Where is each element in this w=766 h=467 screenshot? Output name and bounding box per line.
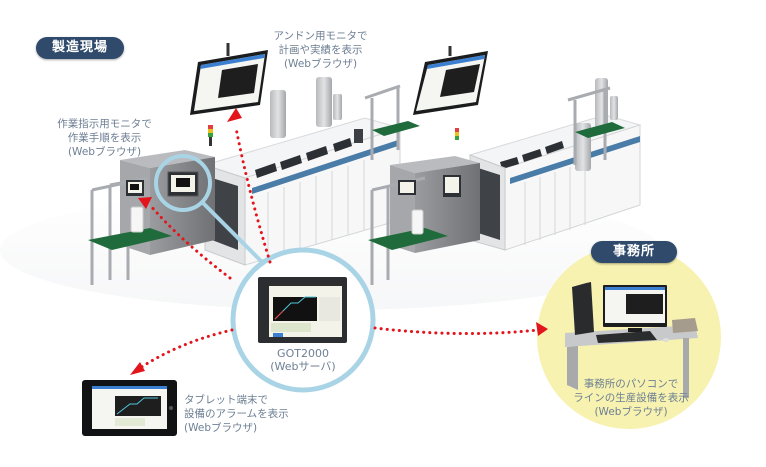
arrow-head-office [536,322,548,336]
arrow-head-andon [227,108,242,122]
work-instruction-caption-line: (Webブラウザ) [67,146,142,158]
data-flow-arrows [130,108,548,375]
work-instruction-caption-line: 作業指示用モニタで [57,118,152,130]
andon-monitor-titlebar [200,54,265,69]
work-instruction-caption-line: 作業手順を表示 [67,132,142,144]
keyboard [596,331,657,343]
office-pc-caption: 事務所のパソコンで ラインの生産設備を表示 (Webブラウザ) [566,377,696,419]
arrow-to-office [373,326,540,336]
tablet-caption-line: (Webブラウザ) [184,422,258,434]
loader-front [150,157,215,255]
magnifier-lens-small [154,154,212,212]
work-instruction-caption: 作業指示用モニタで 作業手順を表示 (Webブラウザ) [52,117,157,159]
got2000-graph-line [274,296,316,320]
tablet-caption: タブレット端末で 設備のアラームを表示 (Webブラウザ) [184,393,289,435]
tablet-caption-line: タブレット端末で [184,394,268,406]
mouse-pad [672,318,698,333]
andon-caption-line: アンドン用モニタで [273,30,368,42]
bottle [130,206,144,233]
andon-caption-line: 計画や実績を表示 [278,44,363,56]
andon-caption-line: (Webブラウザ) [283,58,358,70]
got2000-model: GOT2000 [277,347,329,360]
rear-workbench-frame [364,84,401,160]
chimney [316,77,332,127]
workbench-top [88,228,172,250]
signal-tower-green [208,133,213,137]
oven-panels [267,160,365,260]
office-pc-caption-line: ラインの生産設備を表示 [573,392,689,404]
pc-tower [572,282,594,335]
production-line-1 [88,43,420,285]
mouse [663,338,669,342]
rear-workbench-top [372,121,420,136]
chimney [270,90,286,138]
oven-blue-stripe [252,140,398,194]
chimney [333,94,342,120]
got2000-role: (Webサーバ) [270,360,336,373]
desk-leg [683,338,689,398]
andon-monitor-graph [218,64,258,98]
magnifier-handle [200,200,264,264]
office-pc-caption-line: (Webブラウザ) [594,406,668,418]
oven-windows [255,138,352,178]
got2000-device [258,277,347,343]
oven-control-panel [354,129,363,143]
got2000-caption: GOT2000 (Webサーバ) [262,347,344,373]
arrow-head-tablet [130,362,145,375]
got-panel-graph [176,178,190,187]
signal-tower-yellow [208,129,213,133]
arrow-to-tablet [138,328,234,370]
office-label: 事務所 [591,241,677,263]
andon-caption: アンドン用モニタで 計画や実績を表示 (Webブラウザ) [268,29,373,71]
tablet-caption-line: 設備のアラームを表示 [184,408,289,420]
tablet-device [82,380,177,436]
signal-tower-red [208,125,213,129]
factory-label: 製造現場 [36,37,124,59]
desk-leg [567,346,578,390]
arrow-to-andon [234,126,272,264]
got2000-graph [273,297,317,321]
office-pc-caption-line: 事務所のパソコンで [583,378,679,390]
signal-tower-pole [209,137,212,146]
office-pc-workstation [565,282,698,398]
arrow-to-work-monitor [148,203,232,280]
arrow-head-work-monitor [138,197,152,209]
production-line-2 [368,46,642,285]
